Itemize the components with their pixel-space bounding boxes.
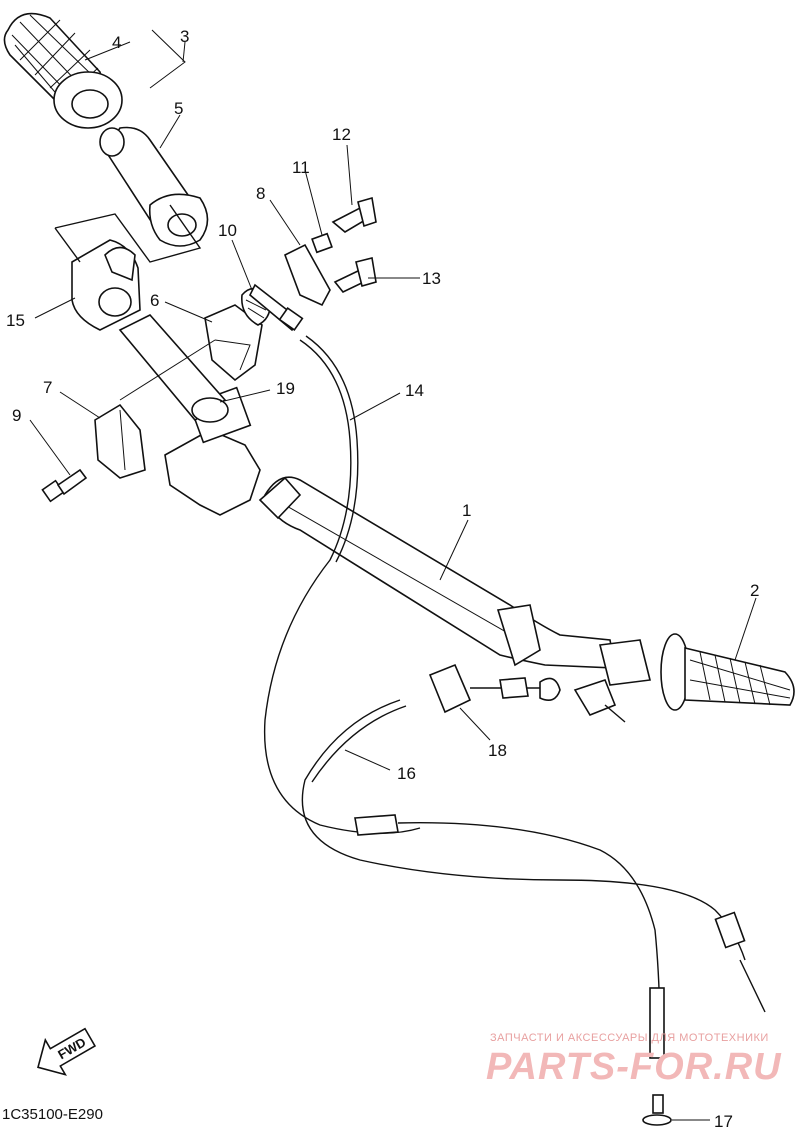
callout-15: 15	[6, 311, 25, 330]
callout-16: 16	[397, 764, 416, 783]
callout-8: 8	[256, 184, 265, 203]
housing-cover	[204, 304, 263, 382]
cable-adjuster	[428, 663, 626, 723]
callout-3: 3	[180, 27, 189, 46]
housing-cap	[94, 403, 146, 479]
figure-code: 1C35100-E290	[2, 1106, 103, 1123]
watermark-brand: PARTS-FOR.RU	[486, 1046, 782, 1088]
handlebar	[258, 476, 651, 686]
callout-12: 12	[332, 125, 351, 144]
clutch-cable	[301, 699, 766, 1013]
callout-19: 19	[276, 379, 295, 398]
fwd-arrow: FWD	[37, 1027, 97, 1076]
left-grip	[3, 12, 123, 129]
callout-11: 11	[292, 158, 310, 177]
cable-end	[249, 283, 304, 332]
callout-18: 18	[488, 741, 507, 760]
throttle-cable	[263, 335, 665, 1114]
callout-13: 13	[422, 269, 441, 288]
callout-9: 9	[12, 406, 21, 425]
callout-10: 10	[218, 221, 237, 240]
callout-17: 17	[714, 1112, 733, 1129]
callout-14: 14	[405, 381, 424, 400]
callout-2: 2	[750, 581, 759, 600]
throttle-housing	[54, 204, 202, 331]
callout-4: 4	[112, 33, 121, 52]
callout-6: 6	[150, 291, 159, 310]
o-ring	[642, 1114, 672, 1126]
callout-1: 1	[462, 501, 471, 520]
screw-12	[331, 196, 377, 233]
callout-labels: 1 2 3 4 5 6 7 8 9 10 11 12 13 14 15 16 1…	[6, 27, 759, 1129]
callout-5: 5	[174, 99, 183, 118]
plate-8	[283, 243, 331, 307]
callout-7: 7	[43, 378, 52, 397]
screw-13	[333, 257, 377, 293]
leader-lines	[29, 29, 757, 1121]
nut-11	[311, 232, 333, 254]
watermark-tagline: ЗАПЧАСТИ И АКСЕССУАРЫ ДЛЯ МОТОТЕХНИКИ	[490, 1032, 769, 1044]
inner-tube	[118, 314, 229, 423]
bolt-9	[41, 468, 88, 503]
throttle-tube	[99, 126, 209, 247]
right-grip	[660, 633, 795, 711]
